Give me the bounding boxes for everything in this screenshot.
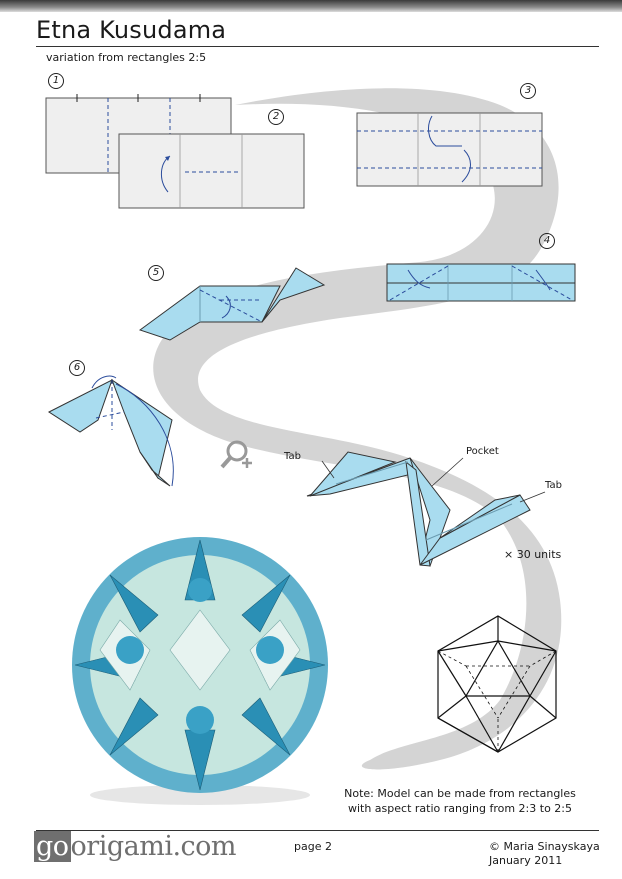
page-title: Etna Kusudama	[36, 16, 227, 44]
pocket-label: Pocket	[466, 446, 499, 457]
tab-right-label: Tab	[545, 480, 562, 491]
step-2-diagram	[118, 133, 305, 209]
step-2-number: 2	[268, 109, 284, 125]
footer-divider	[36, 830, 599, 831]
step-5-diagram	[138, 267, 326, 341]
step-4-diagram	[386, 263, 576, 302]
note-line-1: Note: Model can be made from rectangles	[344, 787, 576, 800]
units-count: × 30 units	[504, 548, 562, 561]
step-5-number: 5	[148, 265, 164, 281]
step-3-number: 3	[520, 83, 536, 99]
header-divider	[36, 46, 599, 47]
page-number: page 2	[294, 840, 332, 853]
copyright-block: © Maria Sinayskaya January 2011	[489, 840, 600, 868]
step-6-diagram	[47, 375, 174, 487]
step-4-number: 4	[539, 233, 555, 249]
step-3-diagram	[356, 112, 543, 187]
icosahedron-icon	[437, 615, 557, 753]
step-6-number: 6	[69, 360, 85, 376]
kusudama-photo	[72, 537, 328, 805]
step-1-number: 1	[48, 73, 64, 89]
page-subtitle: variation from rectangles 2:5	[46, 51, 207, 64]
tab-left-label: Tab	[284, 451, 301, 462]
logo-go: go	[34, 831, 71, 862]
note-line-2: with aspect ratio ranging from 2:3 to 2:…	[347, 802, 573, 815]
zoom-in-icon	[220, 440, 252, 469]
aspect-ratio-note: Note: Model can be made from rectangles …	[320, 786, 600, 816]
site-logo: goorigami.com	[34, 831, 237, 862]
author: © Maria Sinayskaya	[489, 840, 600, 853]
date: January 2011	[489, 854, 563, 867]
assembly-diagram	[306, 451, 546, 567]
logo-rest: origami.com	[70, 831, 237, 862]
top-bar	[0, 0, 622, 12]
instruction-path	[153, 88, 562, 770]
